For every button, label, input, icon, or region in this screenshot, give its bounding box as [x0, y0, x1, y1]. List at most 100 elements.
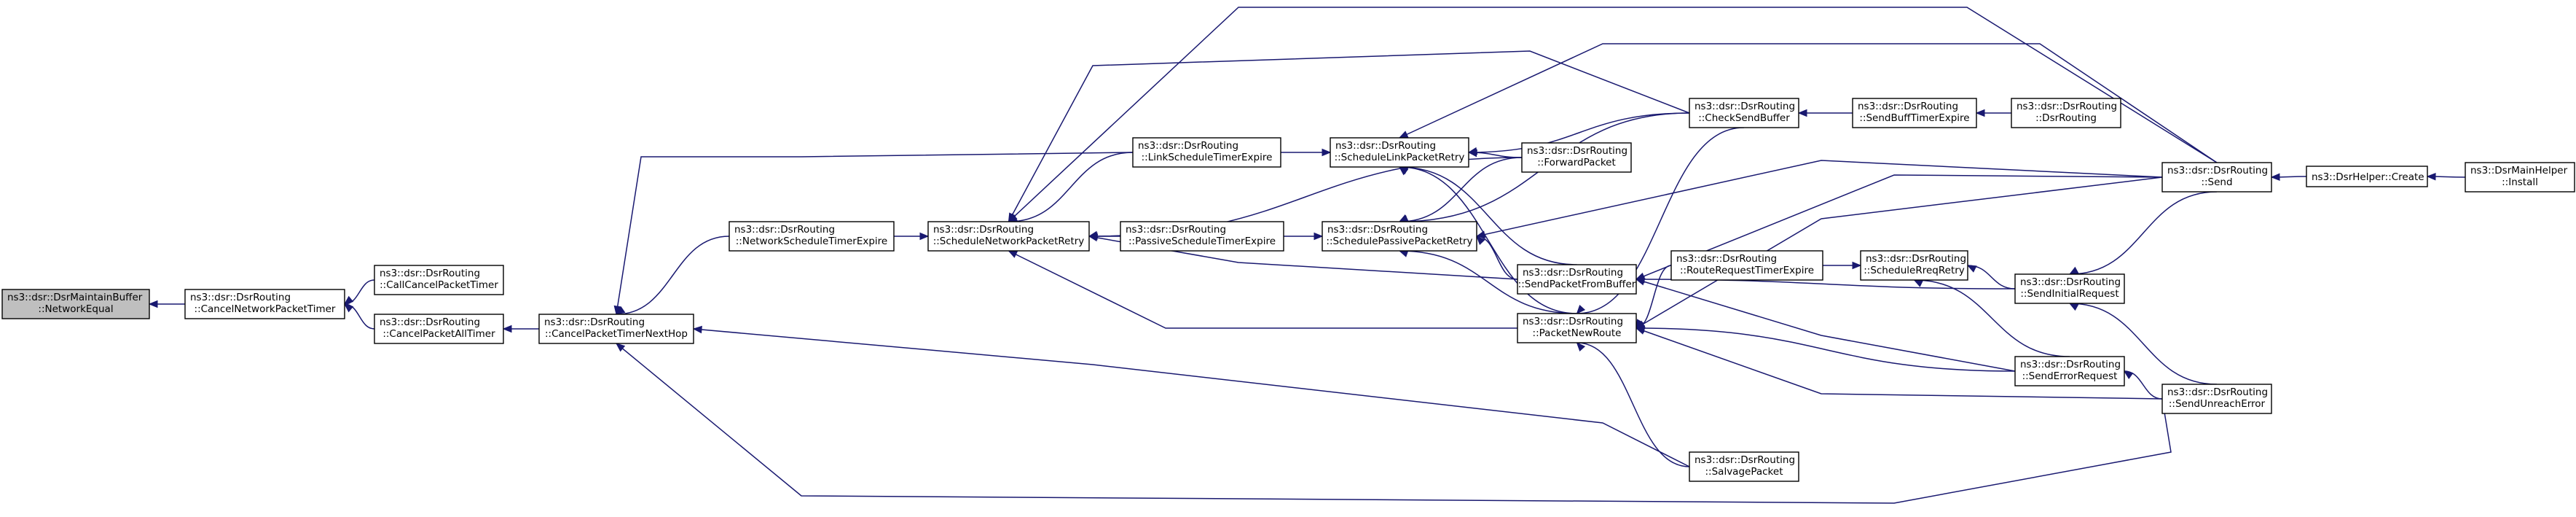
- call-edge: [1635, 327, 2163, 400]
- node-sendinitialrequest[interactable]: ns3::dsr::DsrRouting::SendInitialRequest: [2014, 273, 2125, 304]
- node-namespace-label: ns3::dsr::DsrRouting: [544, 316, 645, 328]
- node-box: [1517, 313, 1637, 343]
- node-schedulereqretry[interactable]: ns3::dsr::DsrRouting::ScheduleRreqRetry: [1860, 250, 1968, 281]
- call-edge: [2069, 303, 2218, 385]
- node-method-label: ::Send: [2201, 176, 2232, 188]
- node-sendpacketfrombuffer[interactable]: ns3::dsr::DsrRouting::SendPacketFromBuff…: [1517, 264, 1637, 295]
- node-namespace-label: ns3::dsr::DsrRouting: [190, 292, 291, 303]
- node-box: [2161, 384, 2272, 414]
- node-method-label: ::ScheduleLinkPacketRetry: [1335, 152, 1465, 163]
- node-linkscheduletimerexpire[interactable]: ns3::dsr::DsrRouting::LinkScheduleTimerE…: [1132, 137, 1281, 168]
- arrowhead-icon: [1635, 320, 1646, 329]
- node-method-label: ::SalvagePacket: [1705, 466, 1783, 478]
- node-method-label: ::PacketNewRoute: [1533, 327, 1622, 339]
- node-box: [1860, 250, 1968, 281]
- node-box: [2014, 356, 2125, 386]
- arrowhead-icon: [613, 305, 621, 316]
- node-namespace-label: ns3::dsr::DsrRouting: [2020, 276, 2121, 288]
- node-routerequesttimerexpire[interactable]: ns3::dsr::DsrRouting::RouteRequestTimerE…: [1670, 250, 1823, 281]
- arrowhead-icon: [1635, 278, 1646, 286]
- node-namespace-label: ns3::dsr::DsrRouting: [1676, 253, 1777, 265]
- call-edge: [1399, 157, 1523, 222]
- call-edge: [616, 343, 2172, 504]
- edges-layer: [148, 7, 2466, 504]
- node-method-label: ::ScheduleRreqRetry: [1864, 265, 1965, 276]
- node-namespace-label: ns3::dsr::DsrMaintainBuffer: [7, 292, 143, 303]
- arrowhead-icon: [2068, 303, 2079, 311]
- node-namespace-label: ns3::dsr::DsrRouting: [2017, 101, 2117, 112]
- node-cancelnetworkpackettimer[interactable]: ns3::dsr::DsrRouting::CancelNetworkPacke…: [184, 289, 345, 319]
- node-namespace-label: ns3::dsr::DsrRouting: [933, 224, 1034, 236]
- node-method-label: ::CancelNetworkPacketTimer: [195, 303, 336, 315]
- node-namespace-label: ns3::dsr::DsrRouting: [1523, 316, 1623, 327]
- call-edge: [344, 279, 375, 305]
- node-schedulenetworkpacketretry[interactable]: ns3::dsr::DsrRouting::ScheduleNetworkPac…: [927, 221, 1090, 252]
- call-edge: [1468, 112, 1690, 153]
- call-edge: [1008, 250, 1517, 329]
- node-namespace-label: ns3::dsr::DsrRouting: [1327, 224, 1428, 236]
- node-networkequal[interactable]: ns3::dsr::DsrMaintainBuffer::NetworkEqua…: [1, 289, 150, 319]
- node-box: [1852, 98, 1977, 128]
- node-box: [2014, 273, 2125, 304]
- call-edge: [1399, 250, 1577, 314]
- node-checksendbuffer[interactable]: ns3::dsr::DsrRouting::CheckSendBuffer: [1689, 98, 1799, 128]
- call-edge: [344, 303, 375, 330]
- arrowhead-icon: [1913, 279, 1924, 287]
- node-namespace-label: ns3::dsr::DsrRouting: [1858, 101, 1958, 112]
- node-box: [538, 314, 694, 344]
- call-edge: [1476, 236, 1518, 280]
- node-namespace-label: ns3::dsr::DsrRouting: [2167, 386, 2268, 398]
- call-edge: [1635, 327, 2016, 372]
- call-edge: [2069, 191, 2218, 275]
- call-edge: [1399, 166, 1577, 314]
- node-create[interactable]: ns3::DsrHelper::Create: [2306, 166, 2428, 187]
- node-namespace-label: ns3::dsr::DsrRouting: [1126, 224, 1226, 236]
- call-edge: [1576, 342, 1690, 467]
- node-passivescheduletimerexpire[interactable]: ns3::dsr::DsrRouting::PassiveScheduleTim…: [1120, 221, 1284, 252]
- arrowhead-icon: [1576, 304, 1586, 314]
- arrowhead-icon: [343, 303, 354, 313]
- arrowhead-icon: [1975, 109, 1985, 117]
- arrowhead-icon: [2426, 172, 2436, 181]
- node-box: [1517, 264, 1637, 295]
- node-senderrorrequest[interactable]: ns3::dsr::DsrRouting::SendErrorRequest: [2014, 356, 2125, 386]
- node-namespace-label: ns3::dsr::DsrRouting: [380, 268, 480, 279]
- call-edge: [1635, 174, 2163, 280]
- node-namespace-label: ns3::dsr::DsrRouting: [1138, 140, 1238, 152]
- call-edge: [1399, 166, 1577, 265]
- node-box: [1689, 451, 1799, 482]
- node-schedulelinkpacketretry[interactable]: ns3::dsr::DsrRouting::ScheduleLinkPacket…: [1330, 137, 1469, 168]
- arrowhead-icon: [1008, 213, 1018, 222]
- node-box: [927, 221, 1090, 252]
- node-packetnewroute[interactable]: ns3::dsr::DsrRouting::PacketNewRoute: [1517, 313, 1637, 343]
- nodes-layer: ns3::dsr::DsrMaintainBuffer::NetworkEqua…: [1, 98, 2575, 482]
- call-edge: [1008, 152, 1134, 222]
- node-salvagepacket[interactable]: ns3::dsr::DsrRouting::SalvagePacket: [1689, 451, 1799, 482]
- node-sendbufftimerexpire[interactable]: ns3::dsr::DsrRouting::SendBuffTimerExpir…: [1852, 98, 1977, 128]
- node-box: [2465, 162, 2575, 193]
- node-sendunreacherror[interactable]: ns3::dsr::DsrRouting::SendUnreachError: [2161, 384, 2272, 414]
- node-cancelpackettimernexthop[interactable]: ns3::dsr::DsrRouting::CancelPacketTimerN…: [538, 314, 694, 344]
- call-edge: [1635, 279, 2016, 372]
- arrowhead-icon: [343, 295, 354, 305]
- node-box: [1322, 221, 1477, 252]
- node-dsrrouting[interactable]: ns3::dsr::DsrRouting::DsrRouting: [2011, 98, 2121, 128]
- arrowhead-icon: [148, 300, 158, 308]
- node-send[interactable]: ns3::dsr::DsrRouting::Send: [2161, 162, 2272, 193]
- node-method-label: ::NetworkEqual: [38, 303, 113, 315]
- arrowhead-icon: [1322, 148, 1332, 157]
- node-method-label: ::SendErrorRequest: [2022, 370, 2118, 382]
- call-edge: [1476, 160, 2163, 237]
- node-box: [2306, 166, 2428, 187]
- node-schedulepassivepacketretry[interactable]: ns3::dsr::DsrRouting::SchedulePassivePac…: [1322, 221, 1477, 252]
- node-box: [1, 289, 150, 319]
- node-networkscheduletimerexpire[interactable]: ns3::dsr::DsrRouting::NetworkScheduleTim…: [729, 221, 895, 252]
- node-callcancelpackettimer[interactable]: ns3::dsr::DsrRouting::CallCancelPacketTi…: [374, 265, 504, 295]
- arrowhead-icon: [2270, 173, 2280, 182]
- node-box: [1689, 98, 1799, 128]
- node-method-label: ::PassiveScheduleTimerExpire: [1128, 236, 1276, 247]
- node-install[interactable]: ns3::DsrMainHelper::Install: [2465, 162, 2575, 193]
- arrowhead-icon: [1008, 250, 1018, 258]
- node-cancelpacketalltimer[interactable]: ns3::dsr::DsrRouting::CancelPacketAllTim…: [374, 314, 504, 344]
- node-forwardpacket[interactable]: ns3::dsr::DsrRouting::ForwardPacket: [1521, 142, 1632, 173]
